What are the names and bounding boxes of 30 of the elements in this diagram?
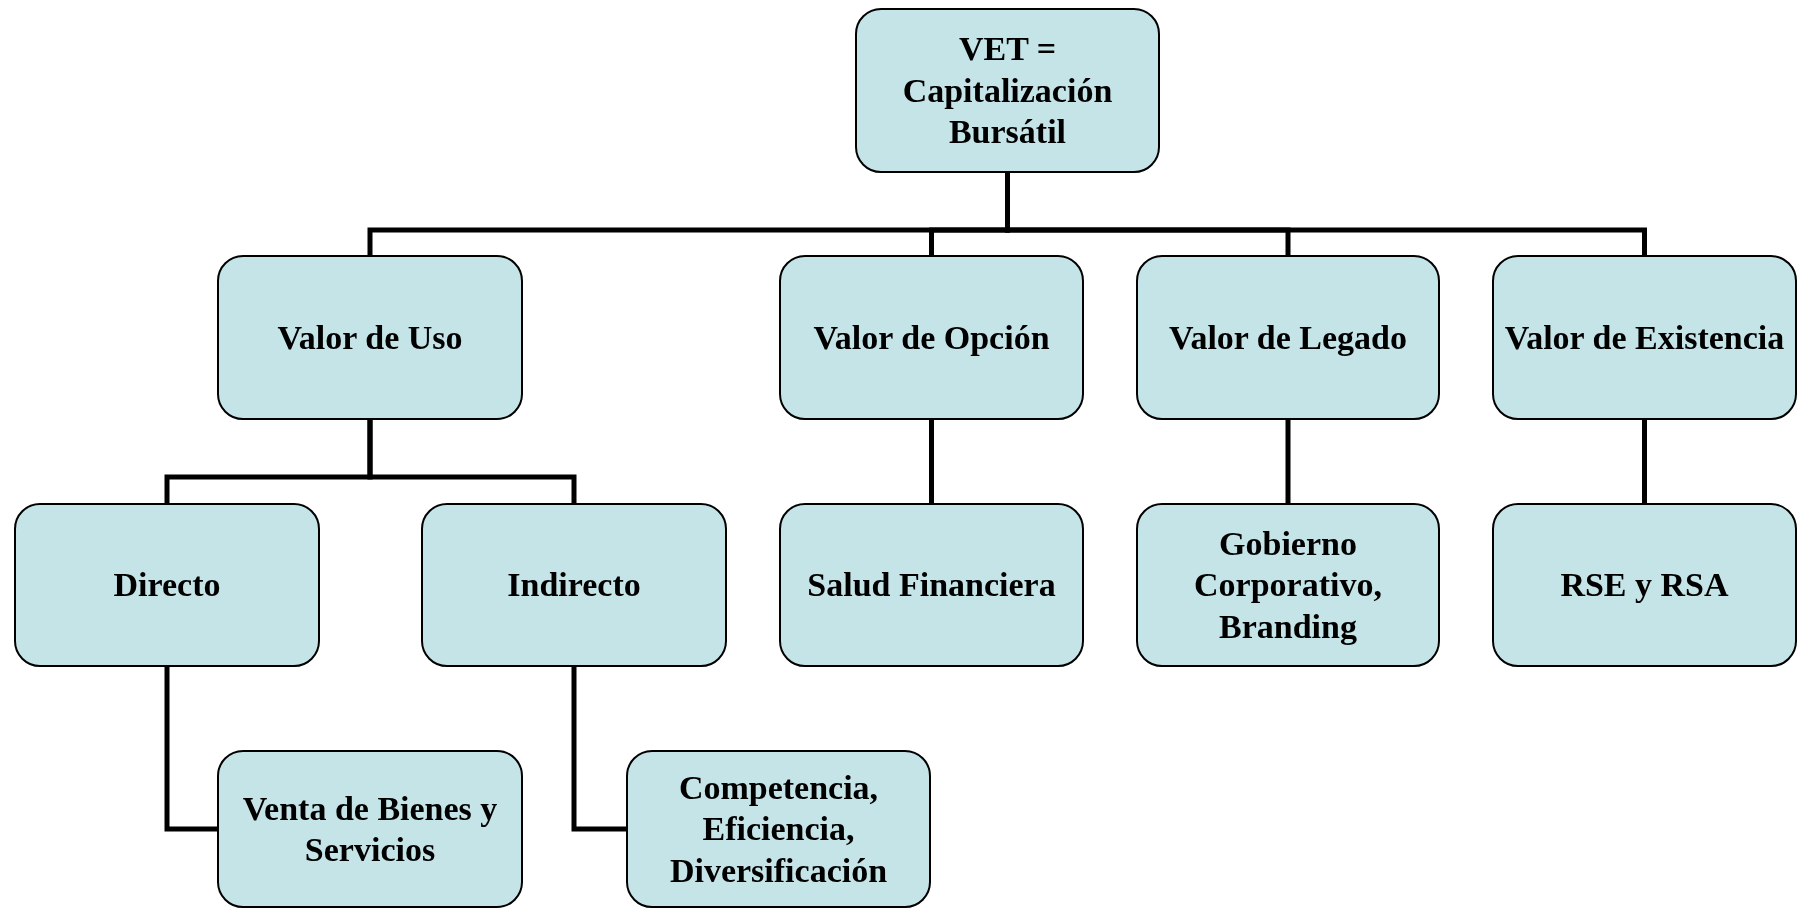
box-label: Valor de Legado [1167, 317, 1408, 358]
rounded-box [217, 255, 523, 420]
rounded-box [1136, 503, 1440, 667]
box-label: RSE y RSA [1559, 565, 1730, 606]
connector-line [1642, 420, 1647, 503]
box-label: Valor de Existencia [1503, 317, 1786, 358]
box-label: Salud Financiera [806, 565, 1057, 606]
box-label: Venta de Bienes y Servicios [241, 788, 499, 870]
connector-line [164, 667, 217, 832]
rounded-box [14, 503, 320, 667]
rounded-box [217, 750, 523, 908]
box-label: Valor de Uso [276, 317, 464, 358]
box-label: Competencia, Eficiencia, Diversificación [668, 767, 889, 891]
box-label: Directo [112, 565, 222, 606]
connector-line [571, 667, 626, 832]
rounded-box [1492, 503, 1797, 667]
rounded-box [421, 503, 727, 667]
connector-line [367, 420, 577, 503]
rounded-box [626, 750, 931, 908]
box-label: VET = Capitalización Bursátil [901, 29, 1114, 153]
box-label: Gobierno Corporativo, Branding [1193, 523, 1383, 647]
rounded-box [1136, 255, 1440, 420]
rounded-box [1492, 255, 1797, 420]
box-label: Valor de Opción [812, 317, 1051, 358]
rounded-box [779, 255, 1084, 420]
box-label: Indirecto [506, 565, 642, 606]
connector-line [1285, 420, 1291, 503]
connector-line [929, 420, 934, 503]
rounded-box [779, 503, 1084, 667]
rounded-box [855, 8, 1160, 173]
